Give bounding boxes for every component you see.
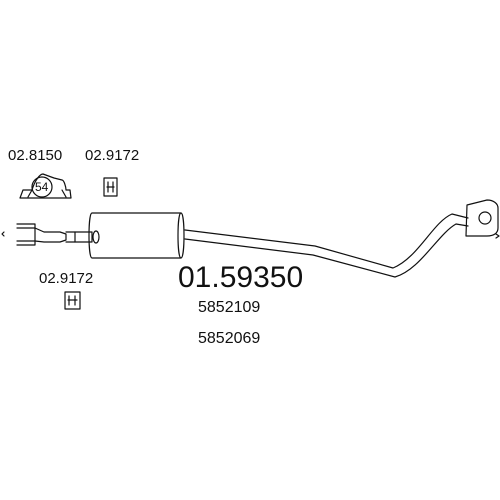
main-part-number: 01.59350 xyxy=(178,261,304,294)
outlet-flange-drawing xyxy=(465,199,500,239)
oe-number-2: 5852069 xyxy=(198,330,261,347)
pipe-clamp-drawing xyxy=(19,173,72,199)
clamp-diameter: 54 xyxy=(35,180,49,194)
silencer-drawing xyxy=(88,212,185,259)
rubber-mount-bottom-drawing xyxy=(64,291,81,310)
rubber-mount-top-part-number: 02.9172 xyxy=(85,147,140,164)
front-pipe-drawing xyxy=(1,223,100,246)
clamp-part-number: 02.8150 xyxy=(8,147,63,164)
rear-pipe-drawing xyxy=(184,213,469,278)
rubber-mount-bottom-part-number: 02.9172 xyxy=(39,270,94,287)
oe-number-1: 5852109 xyxy=(198,299,261,316)
rubber-mount-top-drawing xyxy=(103,177,118,197)
